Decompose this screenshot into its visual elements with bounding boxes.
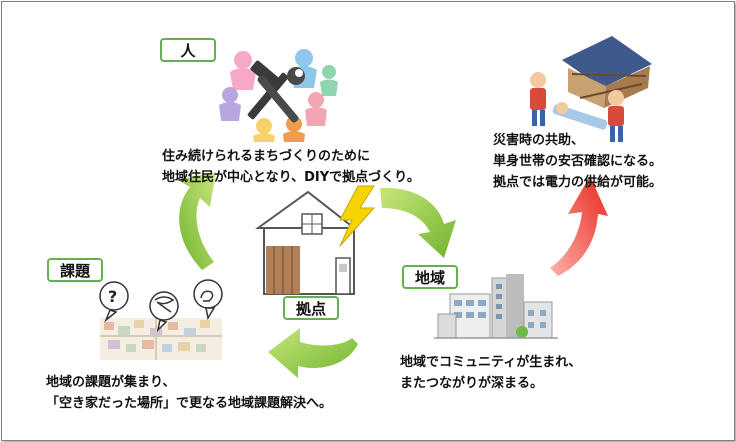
people-line-1: 住み続けられるまちづくりのために [162, 149, 371, 164]
disaster-line-2: 単身世帯の安否確認になる。 [493, 154, 663, 169]
region-line-1: 地域でコミュニティが生まれ、 [400, 355, 582, 370]
people-description: 住み続けられるまちづくりのために 地域住民が中心となり、DIYで拠点づくり。 [162, 146, 420, 188]
issues-line-1: 地域の課題が集まり、 [46, 375, 176, 390]
green-arrow-down [380, 187, 456, 258]
town-question-bubbles-icon: ? [99, 279, 223, 360]
label-issues: 課題 [47, 258, 103, 282]
disaster-line-1: 災害時の共助、 [493, 133, 585, 148]
city-buildings-icon [434, 274, 558, 339]
issues-description: 地域の課題が集まり、 「空き家だった場所」で更なる地域課題解決へ。 [46, 372, 332, 414]
collapsed-house-rescue-icon [530, 36, 652, 142]
disaster-line-3: 拠点では電力の供給が可能。 [493, 175, 663, 190]
green-arrow-left [268, 328, 358, 378]
red-arrow-up [550, 176, 608, 276]
svg-text:?: ? [108, 287, 117, 306]
label-people: 人 [160, 38, 216, 62]
label-region: 地域 [402, 265, 458, 289]
house-lightning-icon [254, 185, 376, 295]
people-line-2: 地域住民が中心となり、DIYで拠点づくり。 [162, 170, 420, 185]
region-line-2: またつながりが深まる。 [400, 376, 544, 391]
people-circle-tools-icon [219, 49, 338, 142]
issues-line-2: 「空き家だった場所」で更なる地域課題解決へ。 [46, 396, 333, 411]
region-description: 地域でコミュニティが生まれ、 またつながりが深まる。 [400, 352, 581, 394]
green-arrow-up [178, 172, 216, 270]
disaster-description: 災害時の共助、 単身世帯の安否確認になる。 拠点では電力の供給が可能。 [493, 130, 662, 193]
label-base: 拠点 [283, 296, 339, 320]
